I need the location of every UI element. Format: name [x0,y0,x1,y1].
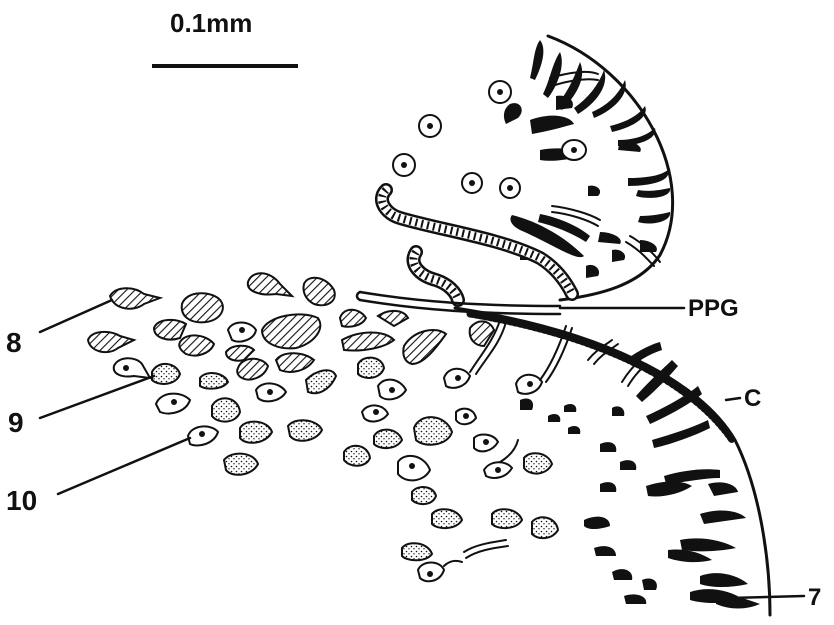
cell [474,435,498,452]
pointer-7 [730,596,804,598]
label-9: 9 [8,407,24,438]
cell [418,563,444,582]
cell [188,426,218,445]
lower-radial-elements [520,342,760,609]
cell [462,173,482,193]
cell [362,405,388,421]
pointer-10 [58,438,190,494]
cell [256,383,286,401]
label-7: 7 [808,584,821,611]
upper-radial-elements [504,40,670,278]
cell [114,358,150,378]
cell [489,81,511,103]
cell [398,456,430,481]
cell [444,369,470,388]
cell [484,462,512,478]
cell [500,178,520,198]
label-8: 8 [6,327,22,358]
label-10: 10 [6,485,37,516]
scale-bar-label: 0.1mm [170,8,252,38]
cell [393,154,415,176]
upper-structure-outline [548,36,673,300]
cell [562,140,586,160]
label-ppg: PPG [688,295,739,322]
label-c: C [744,385,761,412]
bristle-edge [470,314,732,440]
ladder-tubes [382,190,572,300]
cell [419,115,441,137]
stippled-cells [152,358,558,561]
pointer-9 [40,376,154,418]
cell [228,323,256,342]
cell [156,394,190,414]
cell [516,375,542,394]
pointer-8 [40,300,112,332]
hatched-cells [88,273,494,379]
cell [456,409,476,425]
scale-bar: 0.1mm [152,8,298,66]
cell [378,380,406,400]
pointer-c [726,398,740,400]
